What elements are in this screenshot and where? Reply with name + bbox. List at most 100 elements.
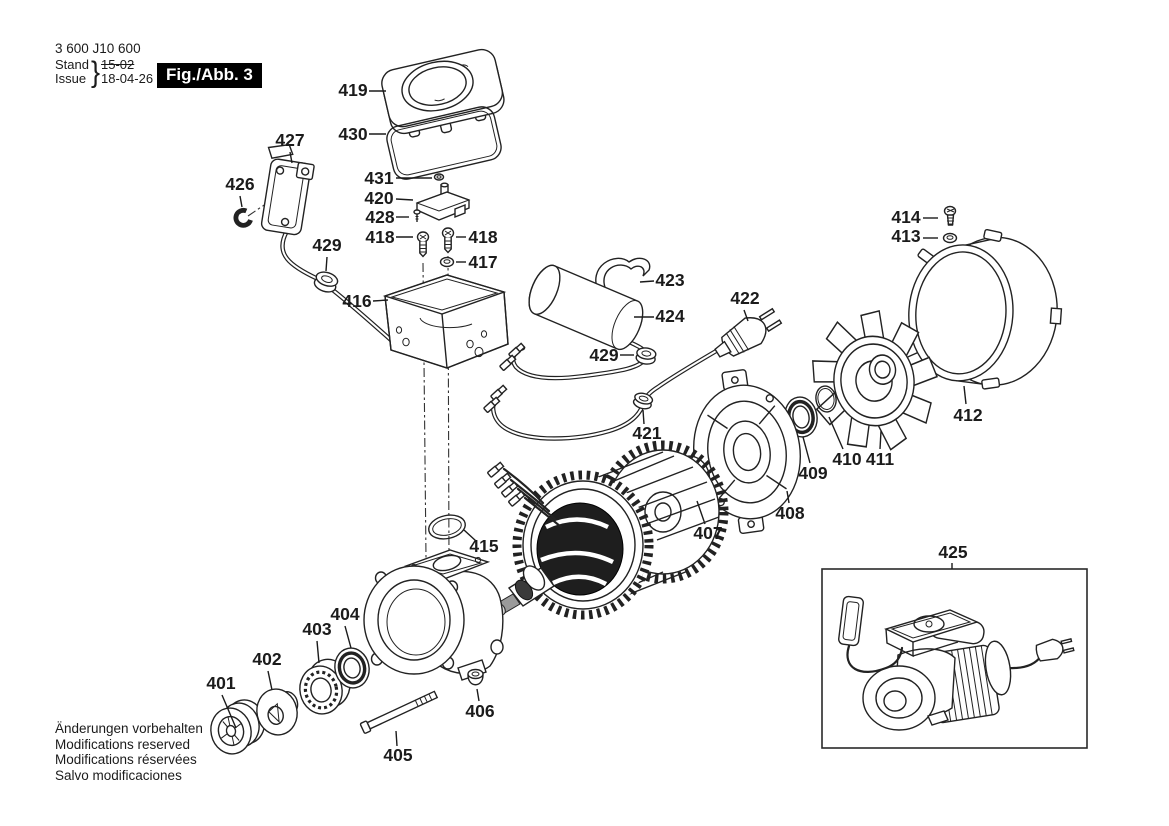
part-label-406: 406 (465, 701, 494, 721)
brace-glyph: } (90, 54, 101, 88)
part-label-418: 418 (468, 227, 497, 247)
part-drawing-404-seal (334, 647, 370, 689)
leader-line-402 (267, 670, 273, 691)
part-drawing-423-strap (595, 257, 651, 294)
inset-425 (821, 568, 1088, 749)
part-label-416: 416 (342, 291, 371, 311)
part-drawing-420-bracket (415, 182, 471, 221)
part-drawing-426-clip (233, 207, 253, 228)
part-label-430: 430 (338, 124, 367, 144)
stand-label: Stand (55, 57, 89, 72)
figure-badge: Fig./Abb. 3 (157, 63, 262, 88)
part-label-407: 407 (693, 523, 722, 543)
part-drawing-405-bolt (359, 690, 439, 734)
part-drawing-418-screw-right (441, 227, 455, 254)
part-drawing-421-grommet (632, 392, 654, 410)
part-drawing-417-washer (439, 256, 455, 268)
part-label-413: 413 (891, 226, 920, 246)
footer-line-de: Änderungen vorbehalten (55, 721, 203, 736)
leader-line-408 (786, 490, 790, 504)
leader-line-411 (879, 430, 882, 450)
leader-line-416 (372, 299, 389, 302)
part-label-412: 412 (953, 405, 982, 425)
part-label-402: 402 (252, 649, 281, 669)
leader-line-410 (828, 416, 844, 450)
part-label-421: 421 (632, 423, 661, 443)
leader-line-421 (642, 409, 645, 425)
part-drawing-armature (494, 440, 729, 620)
leader-line-412 (963, 385, 967, 405)
part-drawing-413-washer (942, 232, 958, 244)
part-label-408: 408 (775, 503, 804, 523)
part-label-422: 422 (730, 288, 759, 308)
part-drawing-419-cover (381, 48, 505, 138)
footer-line-es: Salvo modificaciones (55, 767, 182, 783)
part-label-427: 427 (275, 130, 304, 150)
catalog-number: 3 600 J10 600 (55, 41, 141, 56)
leader-line-404 (344, 625, 352, 649)
part-label-429: 429 (589, 345, 618, 365)
leader-line-401 (221, 694, 237, 729)
part-label-429: 429 (312, 235, 341, 255)
part-drawing-428-screw (413, 209, 421, 222)
part-label-409: 409 (798, 463, 827, 483)
part-label-403: 403 (302, 619, 331, 639)
leader-line-422 (743, 309, 749, 322)
issue-date: 18-04-26 (101, 71, 154, 86)
part-label-404: 404 (330, 604, 359, 624)
leader-line-426 (239, 195, 243, 208)
leader-line-423 (639, 280, 655, 283)
part-drawing-415-o-ring (428, 514, 466, 540)
part-drawing-430-gasket (386, 106, 502, 180)
part-drawing-424-capacitor (528, 264, 644, 351)
part-label-426: 426 (225, 174, 254, 194)
issue-label: Issue (55, 71, 87, 86)
part-drawing-pump-housing (363, 549, 504, 686)
part-drawing-402-disc (256, 688, 299, 736)
power-cord (482, 344, 726, 441)
part-label-431: 431 (364, 168, 393, 188)
leader-line-415 (463, 529, 477, 542)
stator-lead-wires (486, 461, 563, 529)
leader-line-405 (395, 730, 398, 747)
part-drawing-422-mains-plug (714, 307, 783, 358)
part-label-425: 425 (938, 542, 967, 562)
part-label-410: 410 (832, 449, 861, 469)
leader-line-409 (802, 436, 811, 464)
part-drawing-429-grommet-right (635, 347, 657, 365)
part-drawing-411-fan (808, 309, 939, 453)
part-drawing-429-grommet-left (313, 271, 339, 293)
part-drawing-418-screw-left (416, 231, 430, 258)
leader-line-420 (395, 198, 414, 201)
part-drawing-414-screw (943, 205, 957, 226)
part-drawing-410-retaining-ring (815, 385, 837, 413)
part-label-417: 417 (468, 252, 497, 272)
part-label-411: 411 (866, 449, 894, 469)
part-drawing-412-fan-cover (906, 228, 1063, 390)
part-drawing-406-plug (467, 668, 484, 686)
part-drawing-431-ring (433, 173, 445, 181)
part-label-415: 415 (469, 536, 498, 556)
leader-line-429 (325, 256, 328, 272)
part-label-420: 420 (364, 188, 393, 208)
part-label-414: 414 (891, 207, 920, 227)
part-label-418: 418 (365, 227, 394, 247)
part-drawing-427-switch (260, 143, 315, 236)
superseded-date: 15-02 (101, 57, 135, 72)
leader-line-407 (696, 500, 706, 525)
leader-line-403 (316, 640, 320, 664)
footer-line-fr: Modifications réservées (55, 752, 197, 767)
part-label-428: 428 (365, 207, 394, 227)
part-label-419: 419 (338, 80, 367, 100)
footer-line-en: Modifications reserved (55, 736, 191, 752)
document-footer: Änderungen vorbehalten Modifications res… (55, 721, 203, 783)
part-label-401: 401 (206, 673, 235, 693)
document-header: 3 600 J10 600 Stand Issue } 15-02 18-04-… (55, 40, 153, 86)
part-label-405: 405 (383, 745, 412, 765)
part-drawing-416-terminal-box (382, 274, 509, 369)
leader-line-427 (289, 151, 293, 164)
leader-line-406 (476, 688, 480, 702)
